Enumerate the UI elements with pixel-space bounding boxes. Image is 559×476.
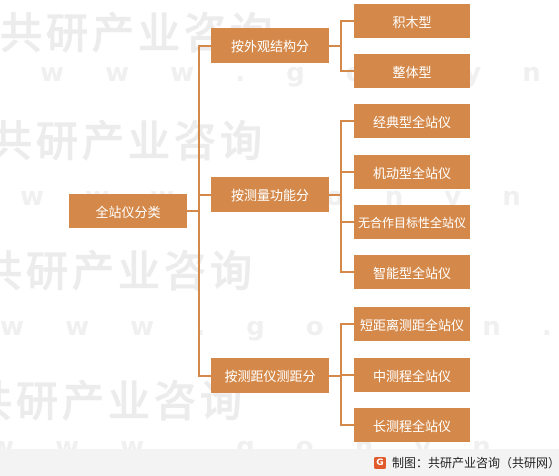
connector-leaf [340, 323, 354, 325]
connector-cat-2 [198, 194, 211, 196]
connector-leaf [340, 70, 354, 72]
connector-cat-3-out [329, 375, 341, 377]
leaf-node: 机动型全站仪 [354, 155, 470, 189]
source-footer: G 制图：共研产业咨询（共研网） [0, 449, 559, 476]
connector-leaf [340, 271, 354, 273]
category-label: 按测量功能分 [230, 189, 309, 204]
root-node: 全站仪分类 [69, 194, 187, 228]
leaf-node: 经典型全站仪 [354, 104, 470, 138]
leaf-label: 整体型 [392, 65, 432, 81]
connector-cat-3 [198, 375, 211, 377]
leaf-label: 智能型全站仪 [372, 266, 451, 282]
leaf-node: 长测程全站仪 [354, 408, 470, 442]
category-label: 按测距仪测距分 [224, 370, 316, 385]
leaf-node: 无合作目标性全站仪 [354, 205, 470, 239]
connector-leaf [340, 221, 354, 223]
leaf-label: 经典型全站仪 [372, 115, 451, 131]
leaf-label: 机动型全站仪 [372, 166, 451, 182]
connector-root [186, 210, 199, 212]
category-node-function: 按测量功能分 [211, 177, 329, 212]
leaf-label: 中测程全站仪 [372, 369, 451, 385]
watermark-brand-text: 共研产业咨询 [0, 117, 267, 166]
leaf-node: 短距离测距全站仪 [354, 307, 470, 341]
watermark-brand-text: 共研产业咨询 [0, 247, 257, 296]
leaf-label: 积木型 [392, 15, 432, 31]
connector-cat-1 [198, 45, 211, 47]
leaf-node: 中测程全站仪 [354, 358, 470, 392]
category-label: 按外观结构分 [230, 40, 309, 55]
source-text: 制图：共研产业咨询（共研网） [392, 456, 559, 470]
leaf-label: 长测程全站仪 [372, 419, 451, 435]
connector-trunk [198, 45, 200, 376]
connector-cat-2-out [329, 194, 341, 196]
category-node-appearance: 按外观结构分 [211, 28, 329, 63]
watermark-url: w w w . g o n y n . c o m [0, 312, 559, 342]
leaf-node: 智能型全站仪 [354, 255, 470, 289]
leaf-label: 无合作目标性全站仪 [357, 215, 466, 230]
connector-leaf [340, 374, 354, 376]
connector-cat-2-branch [340, 120, 342, 272]
connector-cat-1-out [329, 45, 341, 47]
connector-cat-1-branch [340, 20, 342, 72]
leaf-node: 整体型 [354, 54, 470, 88]
category-node-range: 按测距仪测距分 [211, 358, 329, 393]
watermark-url-text: w w w . g o n y n . c o m [0, 312, 559, 342]
connector-leaf [340, 171, 354, 173]
connector-leaf [340, 120, 354, 122]
connector-leaf [340, 20, 354, 22]
connector-leaf [340, 424, 354, 426]
watermark-brand-text: 共研产业咨询 [0, 377, 247, 426]
leaf-node: 积木型 [354, 4, 470, 38]
leaf-label: 短距离测距全站仪 [359, 318, 464, 334]
root-node-label: 全站仪分类 [95, 205, 161, 221]
gonyn-logo-icon: G [374, 457, 386, 469]
